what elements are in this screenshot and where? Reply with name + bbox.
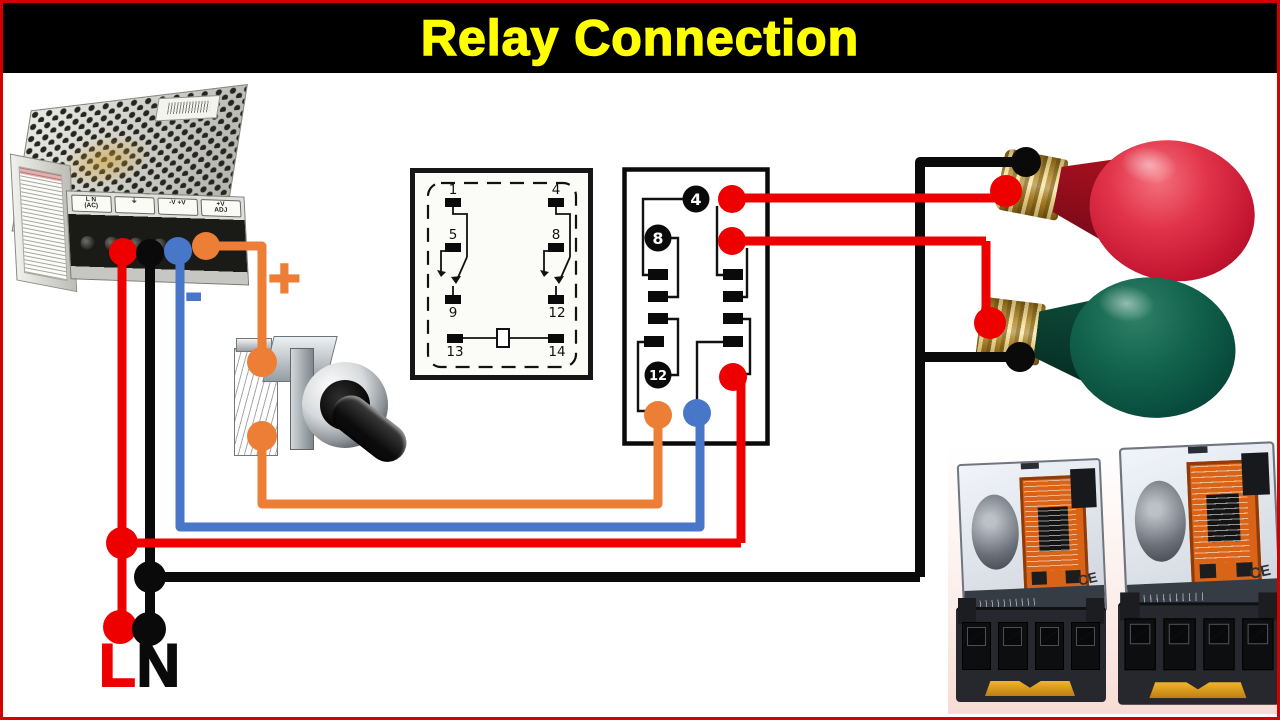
relay-top-nub bbox=[1187, 444, 1208, 454]
relay-photo-2: CE bbox=[1118, 438, 1280, 705]
relay-socket-diagram: 4 8 12 bbox=[622, 167, 770, 446]
green-bulb-globe bbox=[1061, 268, 1244, 428]
line-label: L bbox=[98, 632, 137, 699]
socket-terminal-row bbox=[962, 622, 1100, 670]
psu-terminal-labels: L N (AC) ⏚ -V +V +V ADJ bbox=[70, 193, 241, 218]
relay-din-socket bbox=[1118, 592, 1280, 705]
psu-screw bbox=[176, 238, 193, 255]
svg-text:13: 13 bbox=[446, 344, 463, 360]
relay-top-nub bbox=[1020, 460, 1039, 470]
minus-polarity-label: - bbox=[184, 267, 202, 319]
svg-text:8: 8 bbox=[552, 227, 561, 243]
psu-screw bbox=[80, 235, 97, 252]
relay-coil bbox=[969, 493, 1021, 571]
neutral-label: N bbox=[136, 632, 181, 699]
relay-din-socket bbox=[956, 598, 1106, 702]
psu-screw bbox=[152, 238, 169, 254]
psu-sticker bbox=[155, 94, 221, 122]
psu-label-dc: -V +V bbox=[156, 196, 198, 216]
psu-vent-glow bbox=[56, 128, 156, 193]
terminal-screw bbox=[1247, 623, 1268, 645]
socket-terminal-row bbox=[1124, 618, 1274, 671]
svg-text:9: 9 bbox=[449, 305, 458, 321]
relay-clear-cover: CE bbox=[956, 457, 1108, 619]
selector-switch bbox=[232, 332, 415, 477]
relay-photo-1: CE bbox=[956, 455, 1108, 702]
svg-text:1: 1 bbox=[449, 182, 458, 198]
mains-labels: L N bbox=[98, 632, 181, 699]
title-bar: Relay Connection bbox=[0, 2, 1280, 73]
socket-yellow-clip bbox=[985, 681, 1075, 696]
psu-screw bbox=[128, 237, 145, 253]
psu-screw bbox=[104, 236, 121, 252]
terminal-screw bbox=[1039, 627, 1059, 646]
switch-contact-cap bbox=[236, 338, 272, 352]
svg-text:14: 14 bbox=[548, 344, 565, 360]
green-indicator-bulb bbox=[970, 257, 1244, 428]
psu-label-ac: L N (AC) bbox=[70, 193, 112, 213]
plus-polarity-label: + bbox=[267, 246, 302, 309]
relay-coil bbox=[1133, 479, 1188, 563]
psu-terminal-face: L N (AC) ⏚ -V +V +V ADJ bbox=[65, 190, 250, 286]
terminal-screw bbox=[1003, 627, 1023, 646]
svg-text:4: 4 bbox=[690, 190, 701, 209]
psu-spec-label bbox=[18, 166, 68, 282]
psu-terminal-block bbox=[74, 225, 248, 268]
red-junction-dot bbox=[106, 527, 138, 559]
svg-text:5: 5 bbox=[449, 227, 458, 243]
psu-label-adj: +V ADJ bbox=[199, 198, 241, 218]
relay-armature bbox=[1069, 467, 1097, 508]
relay-armature bbox=[1240, 451, 1270, 495]
terminal-screw bbox=[1130, 623, 1151, 645]
switching-power-supply: L N (AC) ⏚ -V +V +V ADJ bbox=[5, 83, 250, 293]
red-bulb-globe bbox=[1077, 126, 1267, 296]
schematic-coil-symbol bbox=[496, 328, 510, 348]
page-title: Relay Connection bbox=[420, 9, 860, 67]
svg-text:12: 12 bbox=[649, 369, 667, 384]
svg-text:4: 4 bbox=[552, 182, 561, 198]
black-junction-dot bbox=[134, 561, 166, 593]
relay-clear-cover: CE bbox=[1118, 441, 1280, 615]
psu-adjust-pot bbox=[200, 238, 216, 257]
psu-label-ground: ⏚ bbox=[113, 195, 155, 215]
terminal-screw bbox=[1208, 623, 1229, 645]
terminal-screw bbox=[1169, 623, 1190, 645]
terminal-screw bbox=[1075, 627, 1095, 646]
relay-internal-schematic: 1 4 5 8 9 12 13 14 bbox=[410, 168, 593, 380]
terminal-screw bbox=[967, 627, 987, 646]
svg-text:12: 12 bbox=[548, 305, 565, 321]
svg-text:8: 8 bbox=[652, 229, 663, 248]
socket-yellow-clip bbox=[1149, 682, 1247, 699]
